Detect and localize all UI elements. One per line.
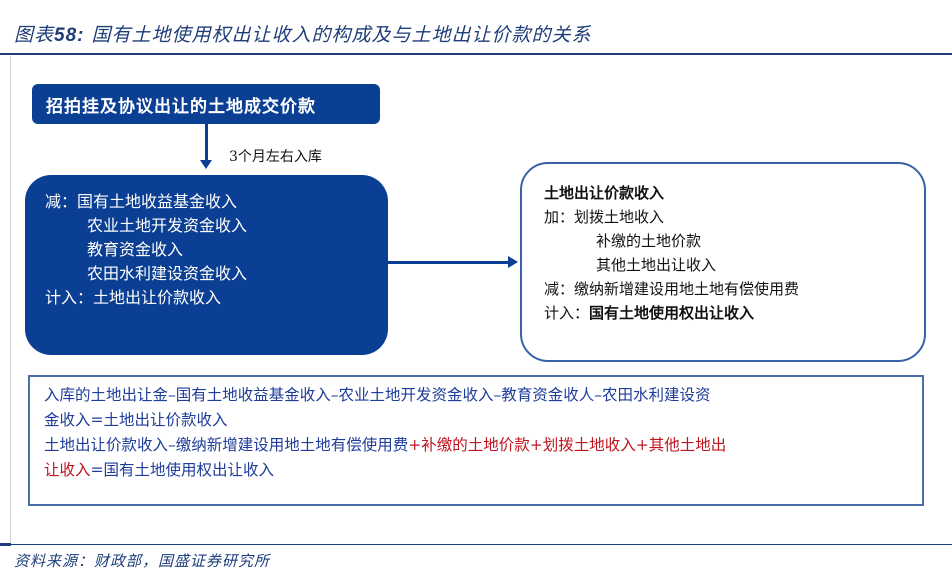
deduction-row: 教育资金收入: [45, 238, 388, 262]
down-arrow-label: 3个月左右入库: [229, 149, 322, 165]
figure-title-prefix: 图表: [14, 24, 55, 46]
deduction-row: 农田水利建设资金收入: [45, 262, 388, 286]
row-prefix: 减：: [45, 192, 78, 211]
adjustment-result-row: 计入：国有土地使用权出让收入: [544, 301, 924, 325]
down-arrow-icon: [200, 160, 212, 169]
land-transaction-price-label: 招拍挂及协议出让的土地成交价款: [46, 96, 316, 117]
deduction-row: 农业土地开发资金收入: [45, 214, 388, 238]
row-text: 补缴的土地价款: [596, 232, 702, 250]
deduction-result-row: 计入：土地出让价款收入: [45, 286, 388, 310]
top-divider: [0, 53, 952, 55]
formula-line-4: 让收入=国有土地使用权出让收入: [44, 458, 922, 483]
figure-title-number: 58:: [54, 25, 85, 46]
right-arrow-icon: [508, 256, 518, 268]
formula-line-3-blue: 土地出让价款收入–缴纳新增建设用地土地有偿使用费: [44, 436, 409, 454]
down-arrow-line: [205, 124, 208, 164]
land-price-income-heading: 土地出让价款收入: [544, 184, 665, 202]
formula-line-3-red: +补缴的土地价款+划拨土地收入+其他土地出: [408, 436, 727, 454]
row-text: 其他土地出让收入: [596, 256, 717, 274]
bottom-divider-accent: [0, 543, 11, 546]
land-transaction-price-box: 招拍挂及协议出让的土地成交价款: [32, 84, 380, 124]
row-text: 教育资金收入: [87, 240, 184, 259]
deductions-box: 减：国有土地收益基金收入 农业土地开发资金收入 教育资金收入 农田水利建设资金收…: [25, 175, 388, 355]
adjustment-row: 减：缴纳新增建设用地土地有偿使用费: [544, 277, 924, 301]
row-text: 缴纳新增建设用地土地有偿使用费: [574, 280, 800, 298]
deduction-row: 减：国有土地收益基金收入: [45, 190, 388, 214]
row-text: 农业土地开发资金收入: [87, 216, 248, 235]
formula-line-2: 金收入=土地出让价款收入: [44, 411, 228, 429]
formula-box: 入库的土地出让金–国有土地收益基金收入–农业土地开发资金收入–教育资金收人–农田…: [28, 375, 924, 506]
row-text: 农田水利建设资金收入: [87, 264, 248, 283]
adjustment-row: 其他土地出让收入: [544, 253, 924, 277]
land-price-income-box: 土地出让价款收入 加：划拨土地收入 补缴的土地价款 其他土地出让收入 减：缴纳新…: [520, 162, 926, 362]
row-text: 划拨土地收入: [574, 208, 665, 226]
formula-line-3: 土地出让价款收入–缴纳新增建设用地土地有偿使用费+补缴的土地价款+划拨土地收入+…: [44, 433, 922, 458]
row-prefix: 计入：: [45, 288, 94, 307]
formula-line-4-blue: =国有土地使用权出让收入: [90, 461, 275, 479]
row-prefix: 加：: [544, 208, 575, 226]
left-divider: [10, 56, 11, 544]
right-arrow-line: [388, 261, 510, 264]
row-text: 国有土地收益基金收入: [77, 192, 238, 211]
figure-title-text: 国有土地使用权出让收入的构成及与土地出让价款的关系: [84, 24, 592, 46]
source-note: 资料来源：财政部，国盛证券研究所: [14, 552, 271, 570]
adjustment-row: 补缴的土地价款: [544, 229, 924, 253]
row-text: 土地出让价款收入: [93, 288, 222, 307]
formula-line-1: 入库的土地出让金–国有土地收益基金收入–农业土地开发资金收入–教育资金收人–农田…: [44, 386, 711, 404]
row-prefix: 计入：: [544, 304, 590, 322]
figure-title: 图表58: 国有土地使用权出让收入的构成及与土地出让价款的关系: [14, 20, 592, 47]
formula-line-4-red: 让收入: [44, 461, 91, 479]
row-prefix: 减：: [544, 280, 575, 298]
adjustment-row: 加：划拨土地收入: [544, 205, 924, 229]
row-text: 国有土地使用权出让收入: [589, 304, 755, 322]
bottom-divider: [0, 544, 952, 545]
